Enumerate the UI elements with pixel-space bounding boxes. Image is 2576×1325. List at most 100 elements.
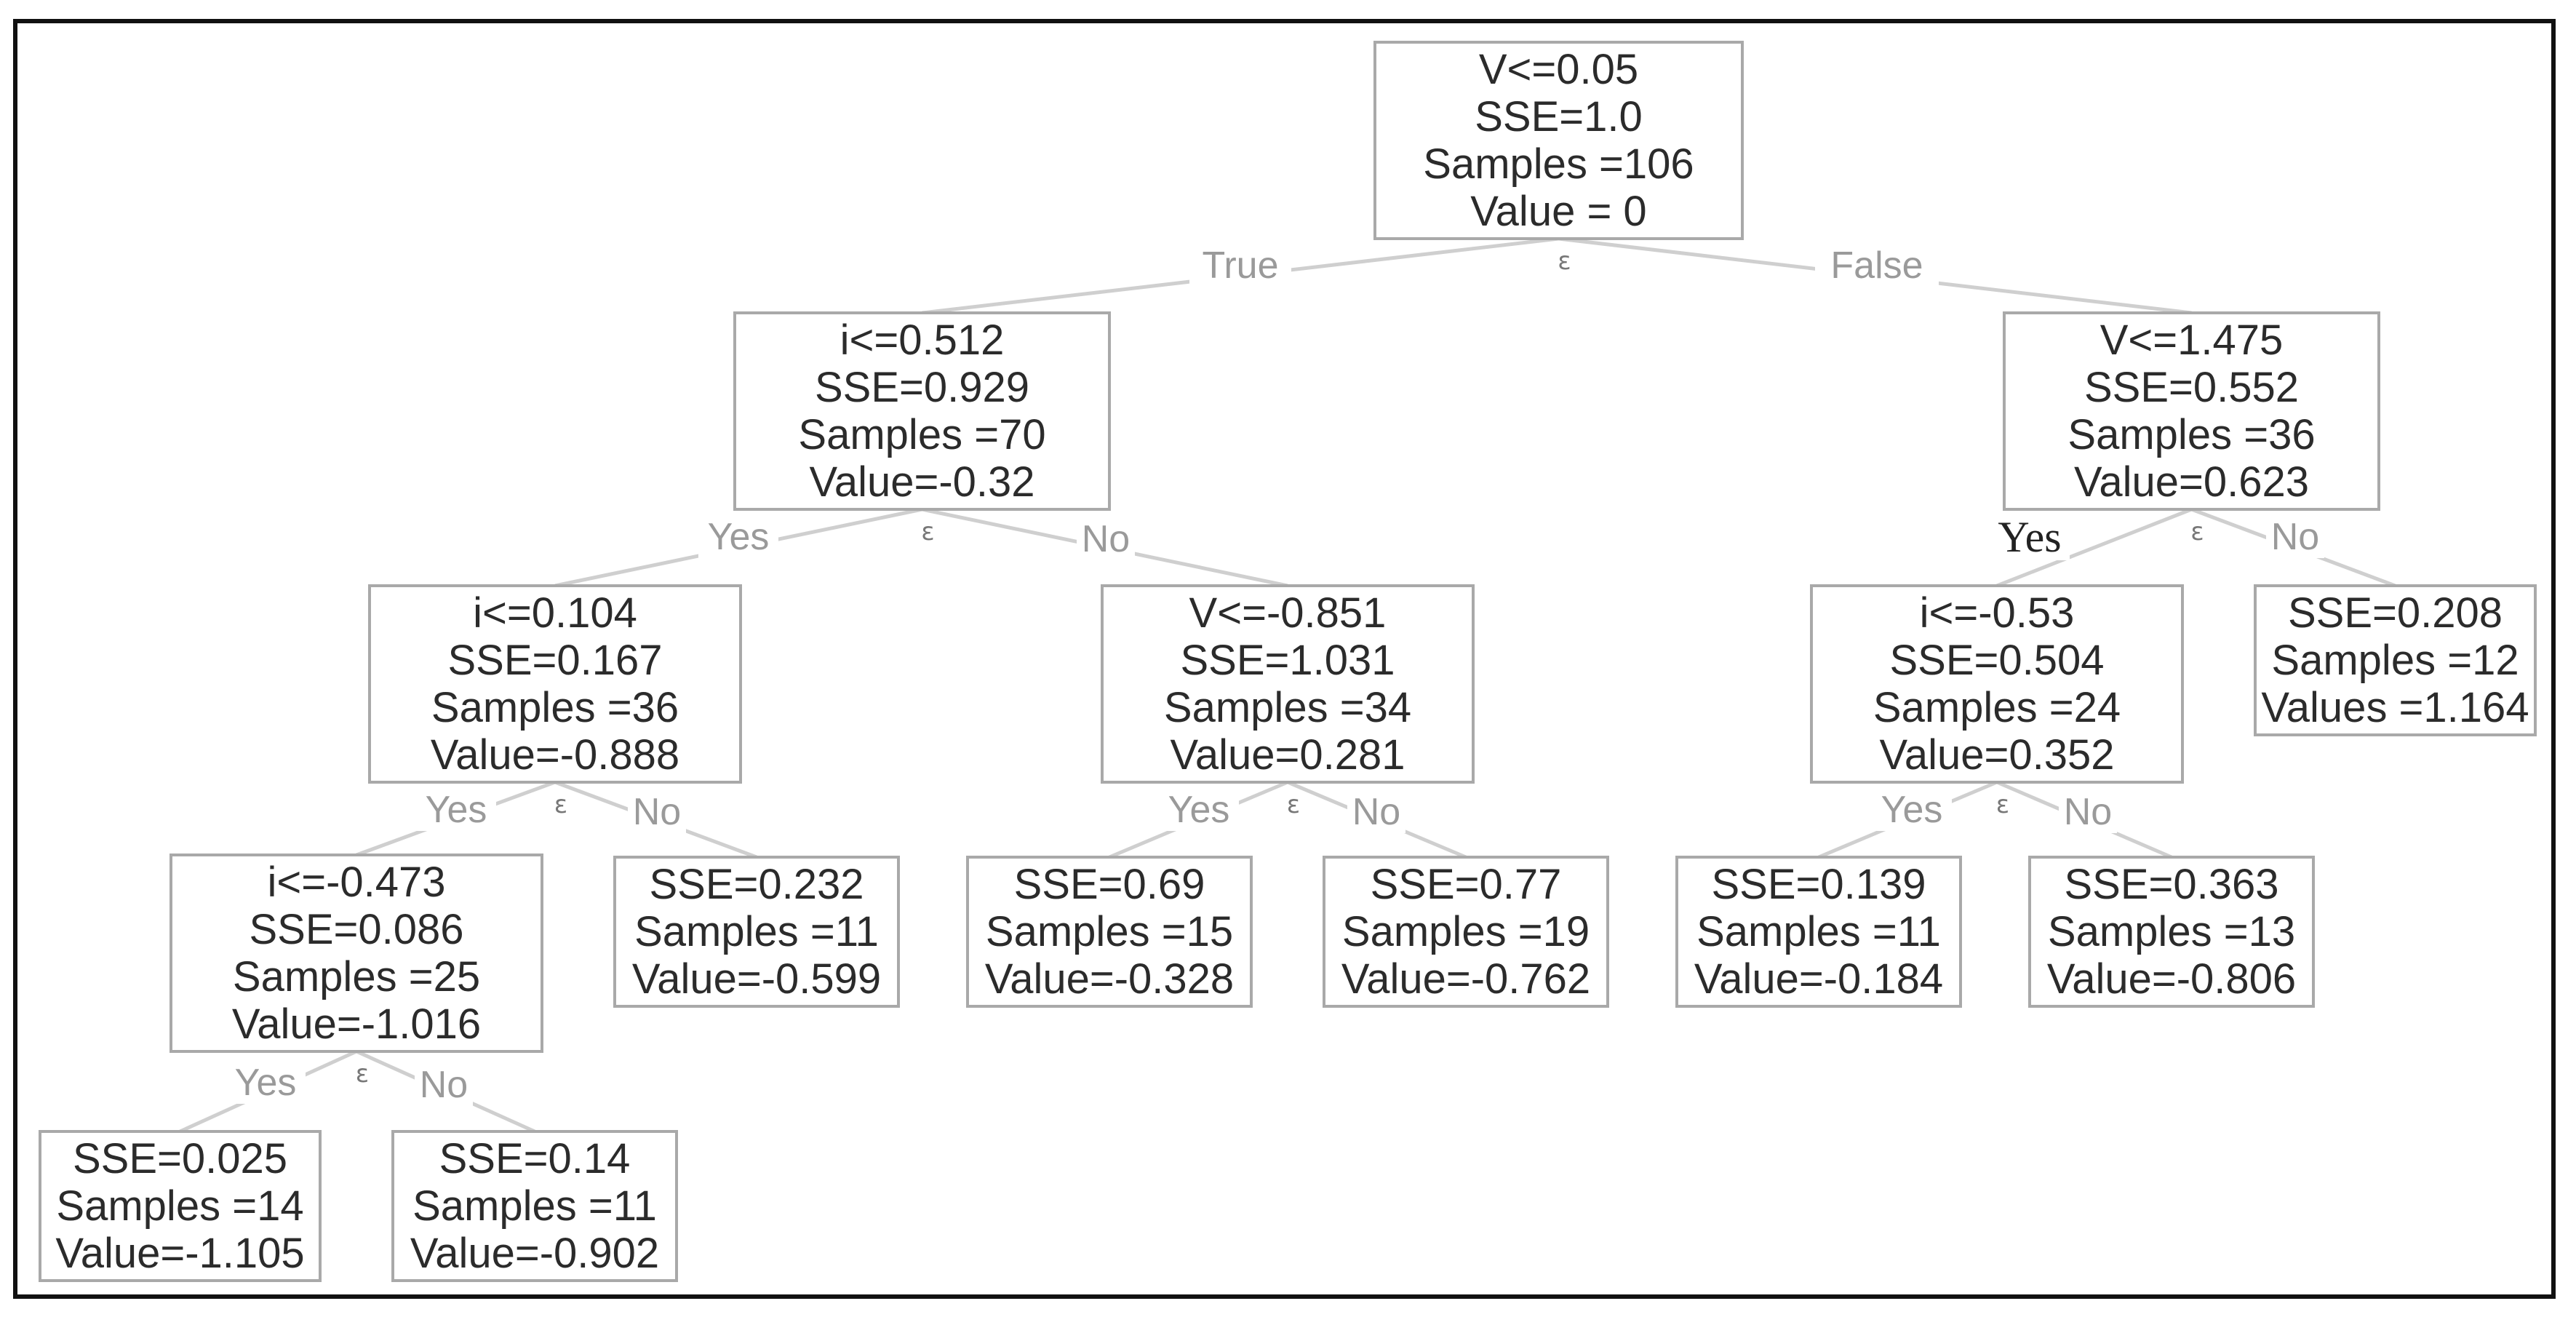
node-line: SSE=0.167 <box>447 637 662 684</box>
node-box <box>1101 584 1475 784</box>
node-line: Value=-0.328 <box>985 955 1234 1003</box>
edge-label-yes: Yes <box>708 516 770 558</box>
node-box <box>1810 584 2184 784</box>
edge-label-bg <box>1189 243 1291 287</box>
node-line: Samples =15 <box>986 908 1233 955</box>
node-box <box>368 584 742 784</box>
node-line: SSE=0.69 <box>1014 861 1205 908</box>
node-line: SSE=0.025 <box>73 1135 287 1182</box>
split-mark-icon: ε <box>2190 517 2204 546</box>
node-box <box>733 311 1111 511</box>
split-mark-icon: ε <box>1558 247 1571 276</box>
node-line: Samples =25 <box>233 953 480 1000</box>
node-line: Samples =12 <box>2271 637 2519 684</box>
node-line: Value=-0.32 <box>809 458 1034 506</box>
node-line: Values =1.164 <box>2261 684 2529 731</box>
node-line: Samples =19 <box>1342 908 1590 955</box>
split-mark-icon: ε <box>554 790 567 819</box>
edge-label-bg <box>698 514 778 558</box>
split-mark-icon: ε <box>1287 790 1300 819</box>
node-line: Value=-0.888 <box>431 731 679 779</box>
node-line: Value=0.281 <box>1170 731 1405 779</box>
node-line: Value=-0.599 <box>632 955 881 1003</box>
edge-label-no: No <box>2271 516 2319 558</box>
node-line: Samples =24 <box>1873 684 2121 731</box>
node-line: Value=-0.762 <box>1341 955 1590 1003</box>
node-line: i<=0.512 <box>840 317 1005 364</box>
node-line: SSE=0.929 <box>815 364 1029 411</box>
edge-label-bg <box>1815 243 1939 287</box>
node-line: SSE=0.363 <box>2064 861 2278 908</box>
node-line: i<=0.104 <box>473 589 637 637</box>
edge-label-no: No <box>1352 791 1400 833</box>
node-box <box>170 854 543 1053</box>
node-line: Samples =106 <box>1423 140 1694 188</box>
edge-label-bg <box>1159 787 1239 831</box>
node-line: SSE=0.139 <box>1711 861 1926 908</box>
edge-label-bg <box>1077 517 1135 560</box>
edge-label-bg <box>415 1062 473 1106</box>
node-line: V<=-0.851 <box>1189 589 1387 637</box>
node-line: i<=-0.473 <box>267 859 445 906</box>
node-line: SSE=0.086 <box>249 906 463 953</box>
node-line: Value = 0 <box>1470 188 1646 235</box>
edge-label-bg <box>2059 789 2117 833</box>
node-line: i<=-0.53 <box>1920 589 2075 637</box>
split-mark-icon: ε <box>921 517 934 546</box>
edge-label-no: No <box>1082 518 1130 560</box>
node-line: Samples =36 <box>431 684 679 731</box>
edge-label-true: True <box>1203 244 1279 287</box>
node-line: Samples =34 <box>1164 684 1411 731</box>
node-line: SSE=0.552 <box>2084 364 2299 411</box>
node-line: Samples =70 <box>798 411 1045 458</box>
edge-label-false: False <box>1830 244 1923 287</box>
edge-label-no: No <box>633 791 681 833</box>
node-line: Value=0.623 <box>2074 458 2309 506</box>
node-box <box>2028 856 2315 1008</box>
node-box <box>391 1130 678 1282</box>
edge-label-bg <box>226 1060 306 1104</box>
node-line: SSE=0.77 <box>1371 861 1562 908</box>
node-line: Value=-0.184 <box>1694 955 1943 1003</box>
node-line: V<=0.05 <box>1479 46 1638 93</box>
node-line: Value=-1.105 <box>55 1230 304 1277</box>
node-line: Value=-0.902 <box>410 1230 659 1277</box>
edge-label-yes: Yes <box>1998 513 2061 561</box>
node-line: SSE=0.504 <box>1889 637 2104 684</box>
edge-label-yes: Yes <box>426 789 487 831</box>
split-mark-icon: ε <box>356 1059 369 1089</box>
node-line: Samples =11 <box>1696 908 1941 955</box>
node-line: Samples =13 <box>2048 908 2295 955</box>
node-line: SSE=0.208 <box>2288 589 2503 637</box>
edge-label-no: No <box>2064 791 2112 833</box>
edge-label-bg <box>1872 787 1952 831</box>
edge-label-bg <box>1990 517 2070 560</box>
node-line: SSE=0.232 <box>649 861 864 908</box>
edge-n2-n5 <box>1996 507 2193 588</box>
node-box <box>613 856 900 1008</box>
node-line: Value=-0.806 <box>2047 955 2296 1003</box>
edge-label-bg <box>2266 514 2324 558</box>
node-box <box>1323 856 1609 1008</box>
node-line: Samples =36 <box>2067 411 2315 458</box>
node-box <box>1675 856 1962 1008</box>
edge-label-yes: Yes <box>1881 789 1943 831</box>
edge-label-yes: Yes <box>235 1062 297 1104</box>
edge-label-bg <box>628 789 686 833</box>
node-line: Samples =11 <box>412 1182 657 1230</box>
edge-label-no: No <box>420 1064 468 1106</box>
edge-label-yes: Yes <box>1168 789 1230 831</box>
node-line: SSE=1.031 <box>1180 637 1395 684</box>
split-mark-icon: ε <box>1996 790 2009 819</box>
